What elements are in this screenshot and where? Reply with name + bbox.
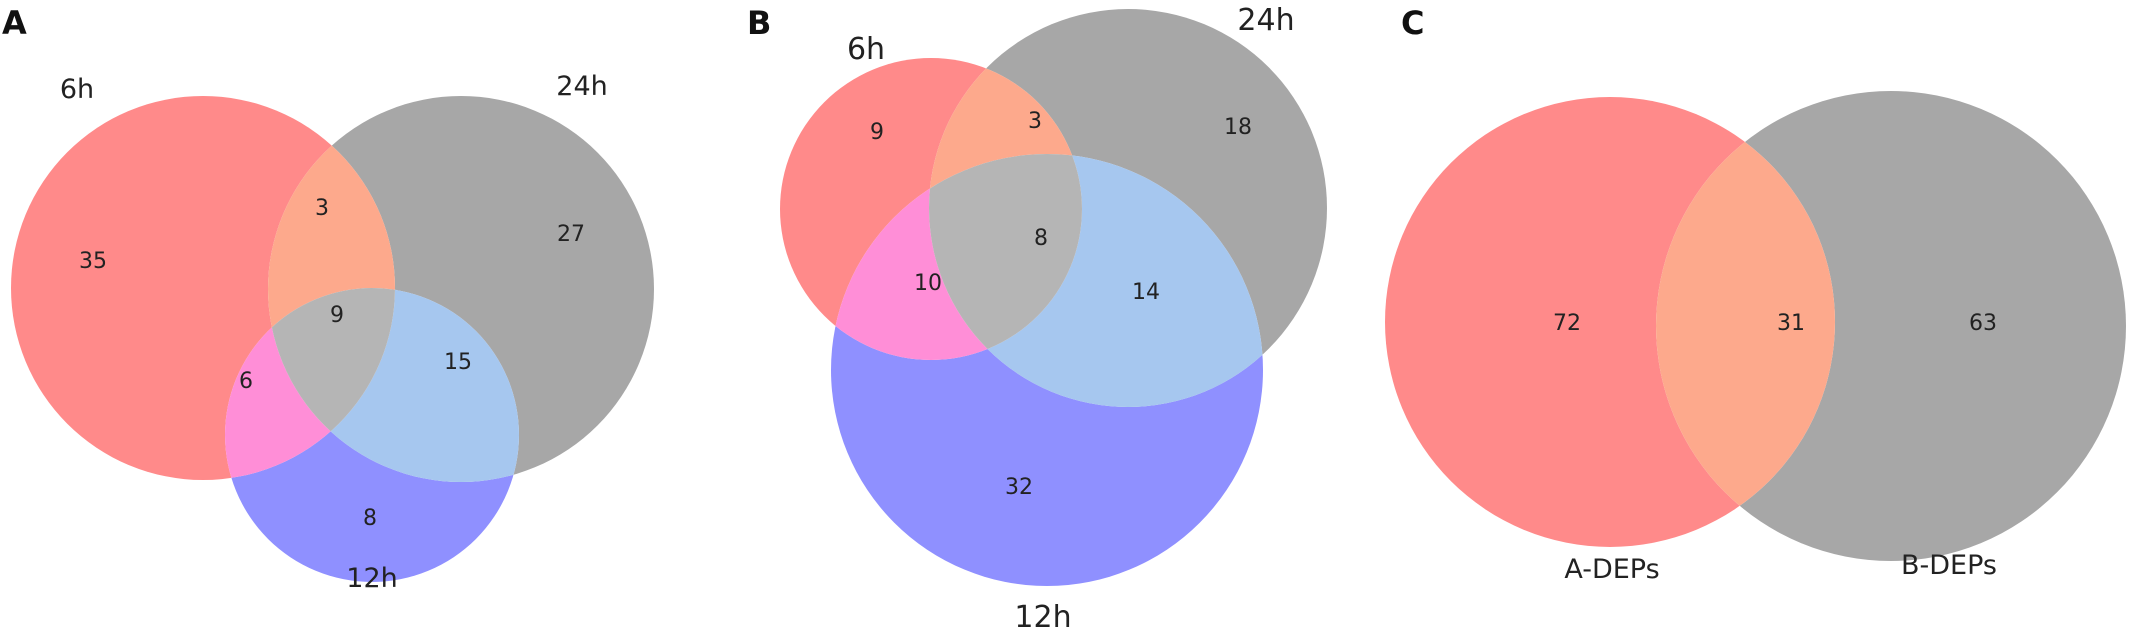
panel-a-count-6h-24h: 3 (315, 196, 329, 221)
panel-c-label-a: A-DEPs (1564, 554, 1659, 585)
panel-c-label-b: B-DEPs (1901, 550, 1997, 581)
panel-a-count-12h-only: 8 (363, 506, 377, 531)
panel-a-count-24h-12h: 15 (444, 350, 472, 375)
panel-c-count-both: 31 (1777, 311, 1805, 336)
panel-b-count-6h-12h: 10 (914, 271, 942, 296)
panel-a-count-all: 9 (330, 303, 344, 328)
panel-c-count-a-only: 72 (1553, 311, 1581, 336)
panel-a-count-6h-12h: 6 (239, 369, 253, 394)
panel-a-count-6h-only: 35 (79, 249, 107, 274)
panel-c-region-both (1656, 97, 1835, 547)
panel-b-label-6h: 6h (847, 32, 885, 67)
panel-a-label-12h: 12h (346, 563, 397, 594)
panel-c-count-b-only: 63 (1969, 311, 1997, 336)
panel-a-count-24h-only: 27 (557, 222, 585, 247)
panel-a-label-6h: 6h (60, 74, 94, 105)
panel-a-label-24h: 24h (556, 71, 607, 102)
panel-b-region-all (929, 154, 1082, 360)
panel-b-letter: B (747, 4, 771, 42)
panel-b-label-24h: 24h (1237, 3, 1294, 38)
panel-c: C A-DEPs B-DEPs 72 31 63 (1385, 4, 2126, 585)
panel-a: A 6h 24h 12h 35 27 8 3 6 15 9 (2, 4, 654, 594)
panel-b-count-all: 8 (1034, 226, 1048, 251)
panel-b-label-12h: 12h (1014, 600, 1071, 635)
panel-b-count-12h-only: 32 (1005, 475, 1033, 500)
panel-b-count-6h-24h: 3 (1028, 109, 1042, 134)
panel-b-count-6h-only: 9 (870, 120, 884, 145)
panel-a-letter: A (2, 4, 27, 42)
panel-b-count-24h-12h: 14 (1132, 280, 1160, 305)
panel-c-letter: C (1401, 4, 1424, 42)
panel-b: B 6h 24h 12h 9 18 32 3 10 14 8 (747, 3, 1327, 635)
panel-b-count-24h-only: 18 (1224, 115, 1252, 140)
